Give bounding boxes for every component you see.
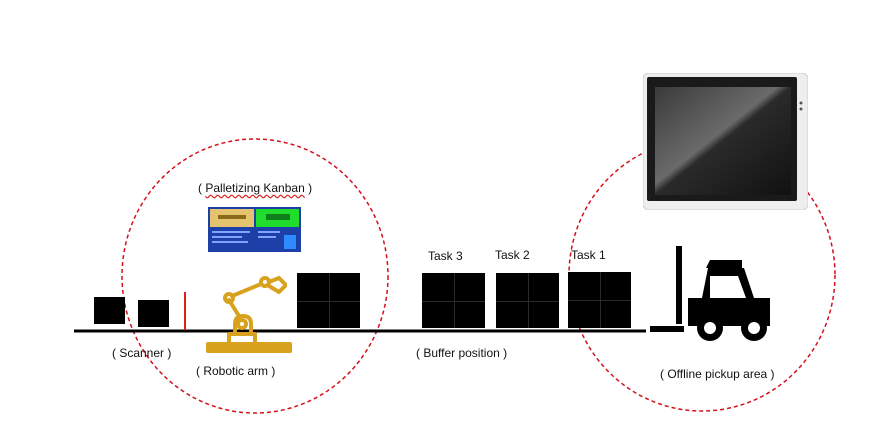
robotic-arm-icon: [206, 276, 292, 353]
touch-monitor-icon: [643, 73, 808, 210]
buffer-crate-task-1: [568, 272, 631, 328]
scanner-label: ( Scanner ): [112, 346, 172, 360]
offline-pickup-label: ( Offline pickup area ): [660, 367, 775, 381]
forklift-icon: [650, 246, 770, 341]
robotic-arm-label: ( Robotic arm ): [196, 364, 276, 378]
task-label-3: Task 3: [428, 249, 463, 263]
kanban-label: ( Palletizing Kanban ): [198, 181, 313, 195]
task-label-1: Task 1: [571, 248, 606, 262]
pallet-crate: [297, 273, 360, 328]
small-box-1: [94, 297, 125, 324]
kanban-label-text: Palletizing Kanban: [205, 181, 305, 195]
kanban-screen-icon: [208, 207, 301, 252]
task-label-2: Task 2: [495, 248, 530, 262]
buffer-crate-task-2: [496, 273, 559, 328]
buffer-crate-task-3: [422, 273, 485, 328]
buffer-position-label: ( Buffer position ): [416, 346, 508, 360]
robot-zone-circle: [121, 138, 389, 414]
small-box-2: [138, 300, 169, 327]
